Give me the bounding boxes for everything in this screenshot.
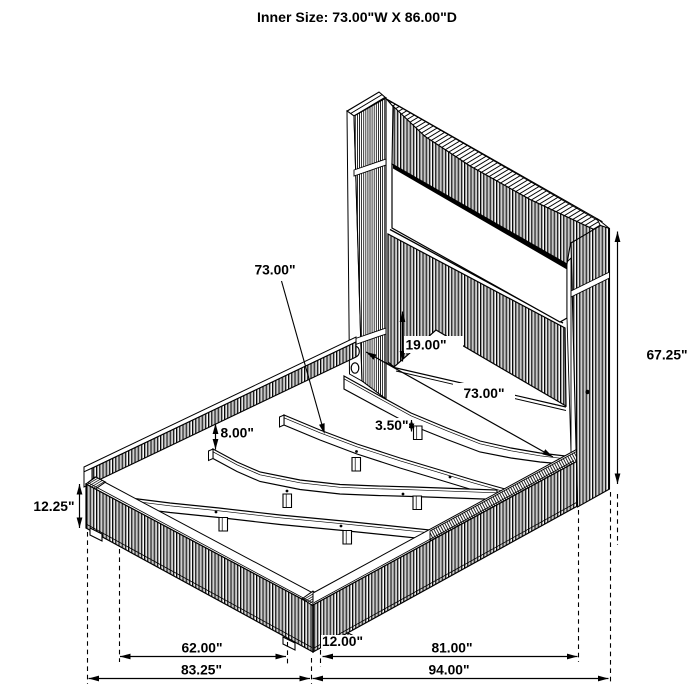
svg-text:94.00": 94.00" (428, 663, 469, 678)
svg-text:8.00": 8.00" (221, 426, 254, 441)
svg-text:67.25": 67.25" (647, 348, 688, 363)
svg-text:19.00": 19.00" (406, 338, 447, 353)
svg-text:73.00": 73.00" (254, 263, 295, 278)
svg-text:73.00": 73.00" (463, 386, 504, 401)
svg-text:Inner Size: 73.00"W X 86.00"D: Inner Size: 73.00"W X 86.00"D (257, 10, 457, 26)
svg-text:81.00": 81.00" (431, 641, 472, 656)
svg-text:12.25": 12.25" (33, 499, 74, 514)
svg-text:3.50": 3.50" (375, 418, 408, 433)
svg-text:62.00": 62.00" (181, 641, 222, 656)
svg-text:12.00": 12.00" (322, 634, 363, 649)
svg-text:83.25": 83.25" (181, 663, 222, 678)
